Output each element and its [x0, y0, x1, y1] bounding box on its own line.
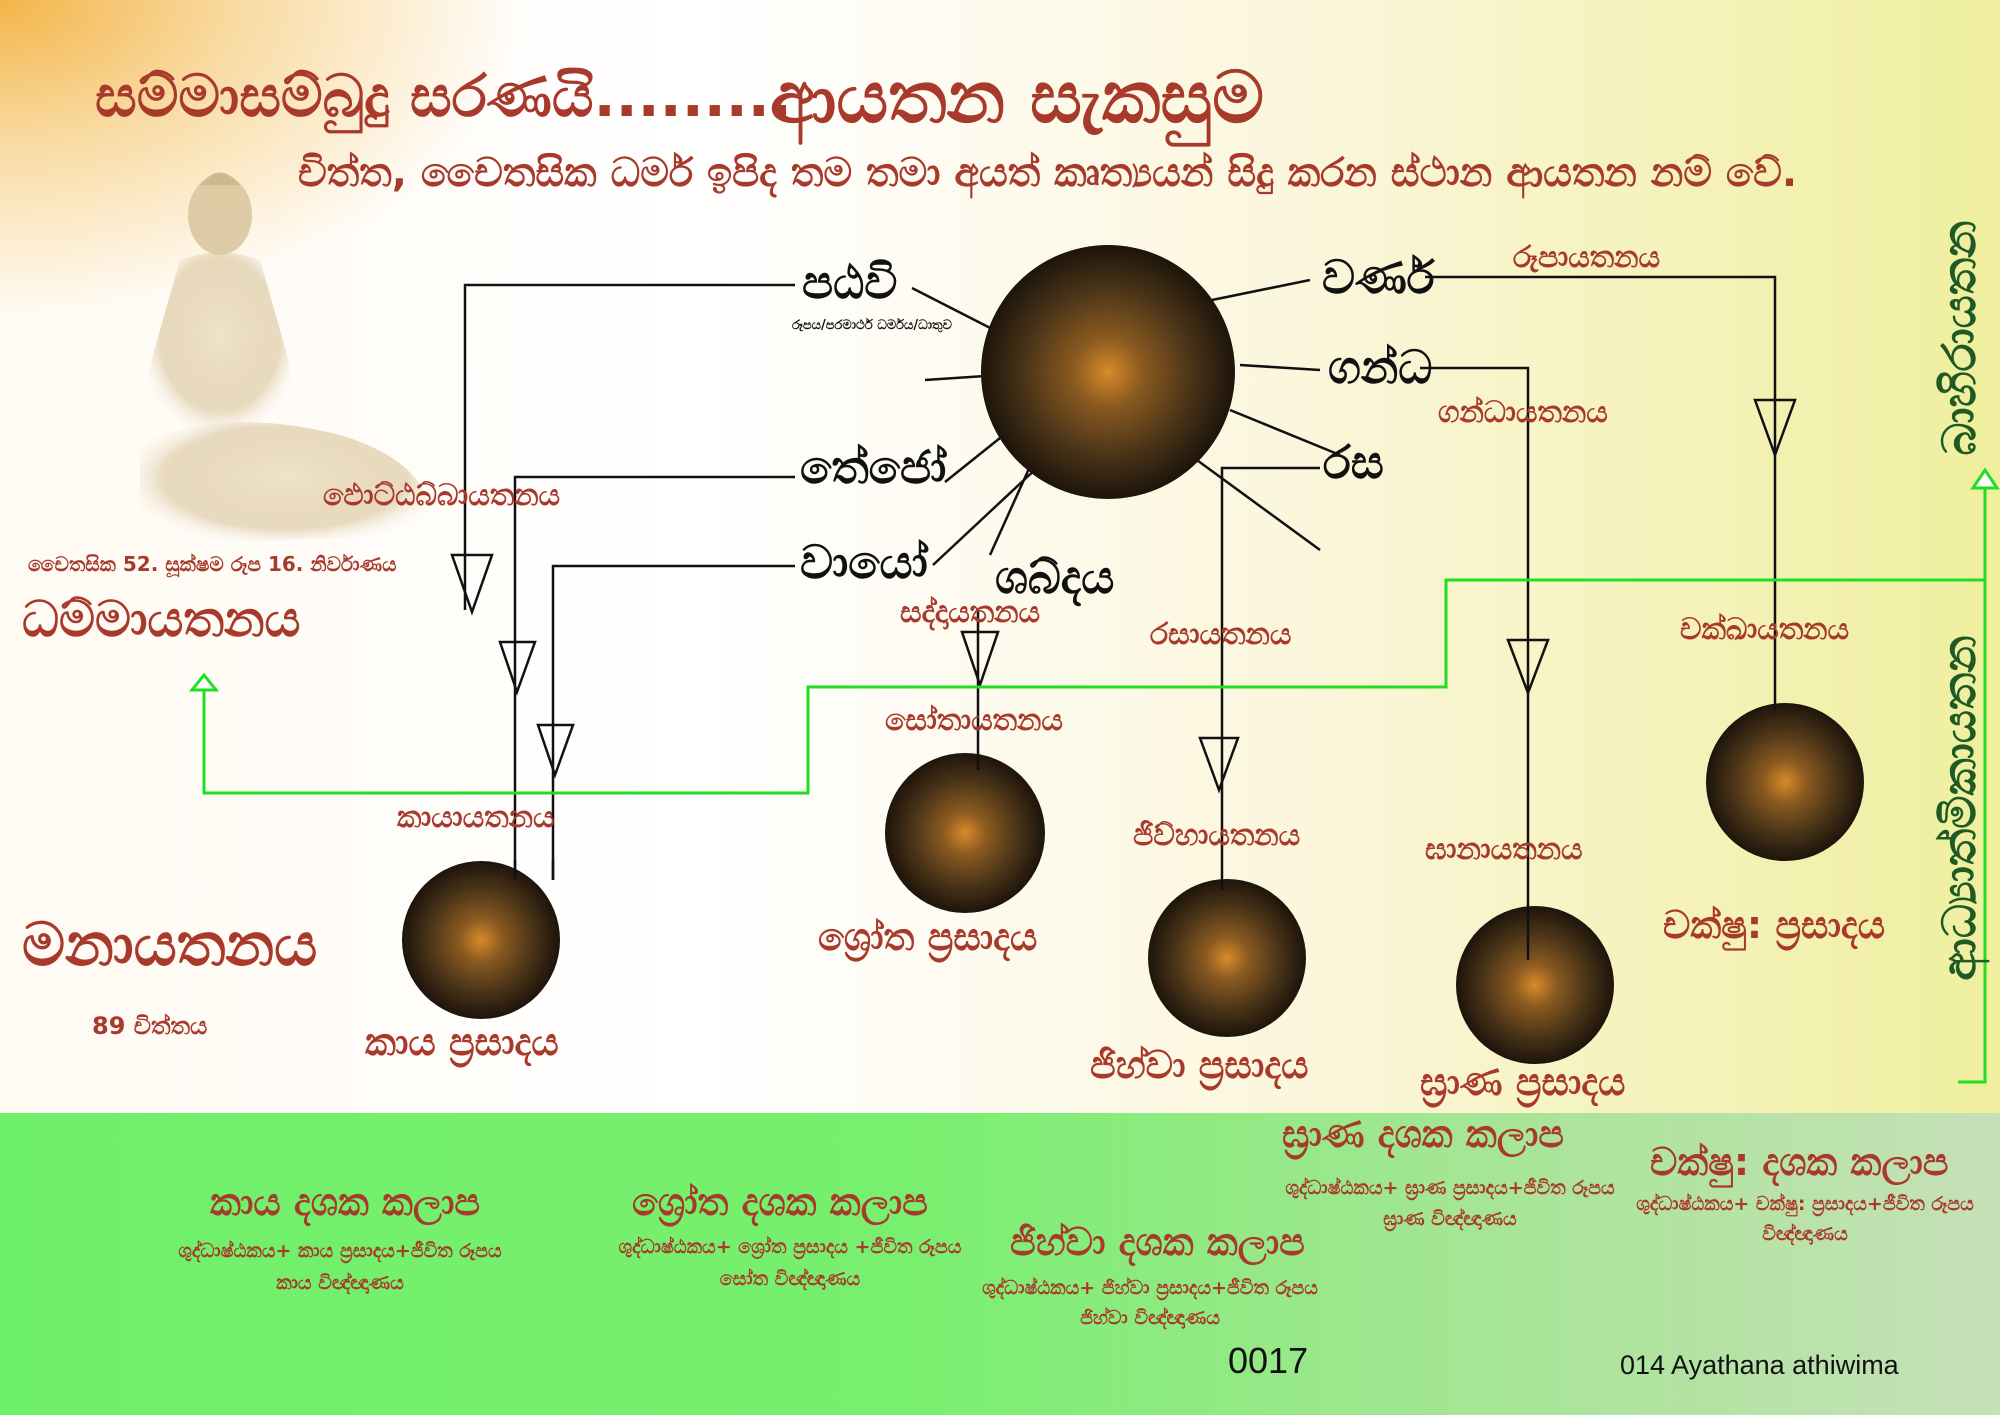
label-ghanayatana: ඝානායතනය	[1425, 832, 1583, 867]
label-bahirayatana: බාහිරායතන	[1932, 220, 1986, 456]
label-adhyatmikayatana: ආධ්‍යාත්මිකායතන	[1932, 635, 1986, 981]
chakshu-kalapa-line2: විඥ්ඥාණය	[1762, 1223, 1848, 1245]
arrow-kaya-2	[498, 640, 537, 696]
label-gandhayatana: ගන්ධායතනය	[1438, 395, 1608, 430]
mana-note: 89 චිත්තය	[92, 1012, 208, 1040]
kalapa-band	[0, 1113, 2000, 1415]
ray-6	[1211, 278, 1311, 302]
shrotra-kalapa-title: ශ්‍රෝත දශක කලාප	[632, 1180, 928, 1224]
green-connector	[188, 467, 2000, 1084]
line-rasa	[1220, 466, 1320, 890]
chakshu-kalapa-title: චක්ෂු: දශක කලාප	[1650, 1140, 1949, 1184]
arrow-chakku	[1753, 398, 1797, 459]
arrow-jivha	[1198, 736, 1240, 794]
label-chakshu-prasada: චක්ෂු: ප්‍රසාදය	[1663, 903, 1886, 947]
label-photthabbayatana: ඵොට්ඨබ්බායතනය	[323, 478, 561, 513]
label-tejo: තේජෝ	[800, 440, 947, 494]
label-pathavi-note: රූපය/පරමාර්ථ ධර්මය/ධාතුව	[792, 318, 952, 333]
label-shrotra-prasada: ශ්‍රෝත ප්‍රසාදය	[818, 915, 1038, 959]
label-rasa: රස	[1323, 435, 1384, 489]
mahabhuta-orb	[981, 245, 1235, 499]
line-varna	[1425, 275, 1777, 700]
label-rasayatana: රසායතනය	[1150, 617, 1292, 652]
label-varna: වර්ණ	[1322, 250, 1435, 304]
connector-lines	[463, 275, 1777, 960]
page-number: 0017	[1228, 1340, 1309, 1381]
chakshu-kalapa-line1: ශුද්ධාෂ්ඨකය+ චක්ෂු: ප්‍රසාදය+ජීවිත රූපය	[1636, 1193, 1974, 1215]
kaya-kalapa-line2: කාය විඥ්ඥාණය	[276, 1272, 404, 1294]
ray-3	[944, 429, 1011, 483]
ray-1	[911, 286, 1001, 335]
arrow-kaya-1	[450, 553, 494, 616]
label-kayayatana: කායායතනය	[397, 800, 555, 835]
kaya-kalapa-title: කාය දශක කලාප	[210, 1180, 481, 1224]
jivha-orb	[1148, 879, 1306, 1037]
label-ghrana-prasada: ඝ්‍රාණ ප්‍රසාදය	[1420, 1060, 1626, 1104]
label-pathavi: පඨවි	[802, 255, 898, 309]
buddha-statue	[140, 172, 431, 545]
ghrana-kalapa-line1: ශුද්ධාෂ්ඨකය+ ඝ්‍රාණ ප්‍රසාදය+ජීවිත රූපය	[1285, 1177, 1615, 1199]
ray-9	[1189, 453, 1321, 552]
shrotra-orb	[885, 753, 1045, 913]
line-gandha	[1420, 366, 1530, 960]
background-top	[0, 0, 2000, 1113]
shrotra-kalapa-line2: සෝත විඥ්ඥාණය	[719, 1268, 861, 1290]
label-kaya-prasada: කාය ප්‍රසාදය	[365, 1020, 559, 1064]
ray-8	[1229, 408, 1341, 457]
title-sammasambuddha: සම්මාසම්බුදු සරණයි.........	[95, 62, 792, 130]
definition-text: චිත්ත, චෛතසික ධර්ම ඉපිද තම තමා අයත් කෘත්…	[298, 150, 1798, 196]
page-title: ආයතන සැකසුම	[770, 55, 1265, 139]
arrow-ghana	[1506, 638, 1550, 697]
shrotra-kalapa-line1: ශුද්ධාෂ්ඨකය+ ශ්‍රෝත ප්‍රසාදය +ජීවිත රූපය	[618, 1236, 962, 1258]
label-chakkhayatana: චක්ඛායතනය	[1680, 612, 1850, 647]
line-vayo	[551, 564, 795, 880]
jivha-kalapa-line2: ජිහ්වා විඥ්ඥාණය	[1080, 1307, 1220, 1329]
dhamma-note: චෛතසික 52. සූක්ෂම රූප 16. නිර්වාණය	[28, 552, 397, 576]
chakshu-orb	[1706, 703, 1864, 861]
jivha-kalapa-line1: ශුද්ධාෂ්ඨකය+ ජිහ්වා ප්‍රසාදය+ජීවිත රූපය	[982, 1277, 1318, 1299]
ghrana-kalapa-line2: ඝ්‍රාණ විඥ්ඥාණය	[1383, 1208, 1517, 1230]
arrow-sota	[960, 630, 1000, 689]
label-gandha: ගන්ධ	[1328, 340, 1433, 394]
arrow-kaya-3	[536, 723, 575, 779]
arrow-heads	[450, 398, 1797, 794]
label-jivhayatana: ජිව්හායතනය	[1133, 818, 1301, 853]
label-rupayatana: රූපායතනය	[1513, 240, 1661, 275]
label-dhammayatana: ධම්මායතනය	[22, 590, 301, 648]
orbs	[402, 245, 1864, 1064]
label-jivha-prasada: ජිහ්වා ප්‍රසාදය	[1090, 1043, 1309, 1087]
label-vayo: වායෝ	[800, 535, 928, 589]
ghrana-orb	[1456, 906, 1614, 1064]
line-tejo	[513, 475, 795, 880]
jivha-kalapa-title: ජිහ්වා දශක කලාප	[1010, 1220, 1305, 1264]
line-pathavi	[463, 283, 795, 610]
label-manayatana: මනායතනය	[22, 910, 318, 980]
ray-7	[1239, 363, 1321, 372]
ghrana-kalapa-title: ඝ්‍රාණ දශක කලාප	[1282, 1112, 1564, 1156]
kaya-kalapa-line1: ශුද්ධාෂ්ඨකය+ කාය ප්‍රසාදය+ජීවිත රූපය	[178, 1240, 502, 1262]
label-shabda: ශබ්දය	[995, 550, 1115, 604]
kaya-orb	[402, 861, 560, 1019]
label-saddayatana: සද්දායතනය	[900, 595, 1041, 630]
label-sotayatana: සෝතායතනය	[885, 703, 1063, 738]
footer-caption: 014 Ayathana athiwima	[1620, 1350, 1899, 1380]
